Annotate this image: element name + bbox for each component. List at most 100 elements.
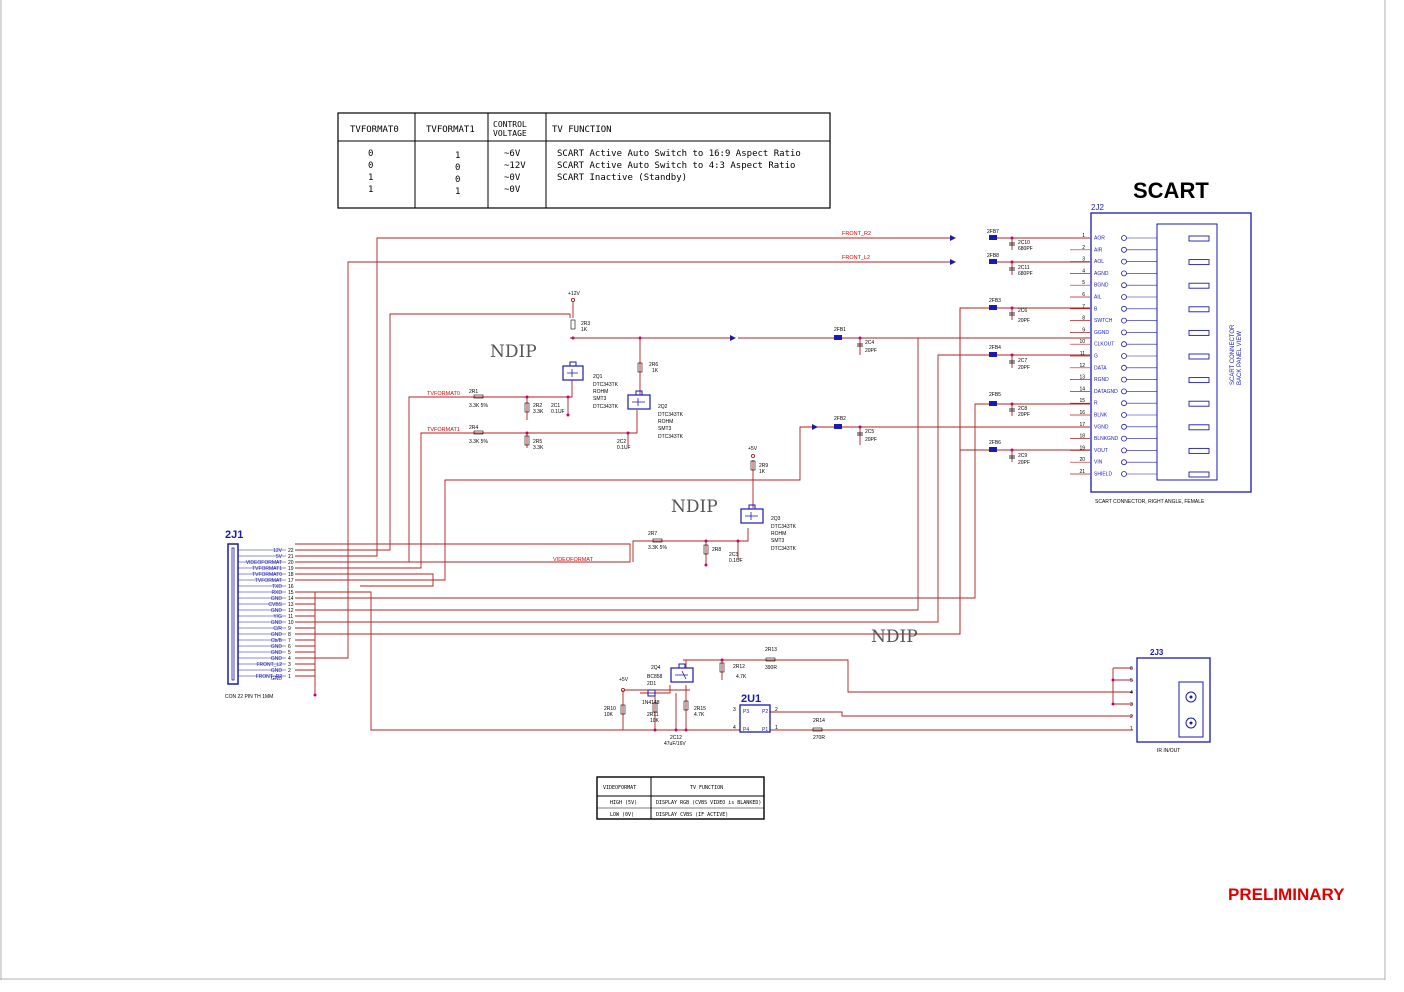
j1-pin-number: 19 xyxy=(288,566,294,572)
part-value: ROHM xyxy=(771,531,786,537)
part-value: 3.3K xyxy=(533,445,544,451)
scart-pin-number: 3 xyxy=(1082,257,1085,263)
scart-pin-hole xyxy=(1121,246,1127,253)
scart-pin-number: 13 xyxy=(1079,375,1085,381)
scart-pin-hole xyxy=(1121,412,1127,418)
scart-pin-label: AIR xyxy=(1094,247,1103,253)
part-value: 4.7K xyxy=(694,712,705,718)
part-value: SMT3 xyxy=(593,396,607,402)
part-value: 4.7K xyxy=(736,674,747,680)
scart-contact xyxy=(1188,471,1210,478)
part-value: DTC343TK xyxy=(658,434,684,440)
table-cell: 0 xyxy=(455,163,460,173)
part-ref: 2FB4 xyxy=(989,345,1001,351)
scart-pin-hole xyxy=(1121,423,1127,430)
pin-label: P4 xyxy=(743,727,749,733)
part-ref: 2C9 xyxy=(1018,453,1027,459)
table-header-tvformat0: TVFORMAT0 xyxy=(350,125,399,135)
j1-pin-label: GND xyxy=(271,620,283,626)
part-ref: 2Q2 xyxy=(658,404,668,410)
pin-number: 3 xyxy=(733,707,736,713)
power-label: +12V xyxy=(568,291,580,297)
j3-ref: 2J3 xyxy=(1150,648,1164,657)
net-label-tvformat1: TVFORMAT1 xyxy=(427,427,460,433)
part-value: 20PF xyxy=(1018,365,1030,371)
j1-pin-label: GND xyxy=(271,668,283,674)
j1-pin-label: VIDEOFORMAT xyxy=(246,560,282,566)
part-ref: 2R12 xyxy=(733,664,745,670)
j1-pin-label: GND xyxy=(271,596,283,602)
part-value: 3.3K xyxy=(533,409,544,415)
scart-ref: 2J2 xyxy=(1091,203,1104,212)
scart-pin-number: 19 xyxy=(1079,445,1085,451)
part-value: 20PF xyxy=(865,348,877,354)
part-value: 0.1UF xyxy=(729,558,743,564)
net-label-front-r2: FRONT_R2 xyxy=(842,231,871,237)
power-label: +5V xyxy=(748,446,758,452)
part-value: 390R xyxy=(765,665,777,671)
table-cell: SCART Active Auto Switch to 4:3 Aspect R… xyxy=(557,161,795,171)
part-value: 3.3K 5% xyxy=(469,439,488,445)
part-ref: 2R2 xyxy=(533,403,542,409)
j1-pin-number: 13 xyxy=(288,602,294,608)
scart-pin-hole xyxy=(1121,388,1127,395)
ndip-label: NDIP xyxy=(671,497,718,517)
j1-caption: CON 22 PIN TH 1MM xyxy=(225,694,273,700)
part-value: SMT3 xyxy=(658,426,672,432)
table-cell: HIGH (5V) xyxy=(610,800,637,806)
j1-pin-number: 21 xyxy=(288,554,294,560)
j1-pin-label: 5V xyxy=(276,554,283,560)
scart-pin-number: 9 xyxy=(1082,327,1085,333)
net-label-front-l2: FRONT_L2 xyxy=(842,255,870,261)
j1-pin-number: 4 xyxy=(288,656,291,662)
scart-pin-hole xyxy=(1121,235,1127,241)
scart-pin-label: DATA xyxy=(1094,365,1107,371)
part-ref: 2FB3 xyxy=(989,298,1001,304)
j1-pin-number: 11 xyxy=(288,614,293,620)
power-label: +5V xyxy=(619,677,629,683)
part-value: DTC343TK xyxy=(771,546,797,552)
scart-contact xyxy=(1188,306,1210,313)
scart-pin-number: 17 xyxy=(1079,422,1085,428)
transistor-q2 xyxy=(627,390,651,410)
scart-pin-number: 1 xyxy=(1082,233,1085,239)
scart-pin-hole xyxy=(1121,317,1127,324)
scart-contact xyxy=(1188,259,1210,266)
scart-pin-hole xyxy=(1121,258,1127,265)
part-ref: 2C6 xyxy=(1018,308,1027,314)
part-ref: 2C7 xyxy=(1018,358,1027,364)
part-ref: 2R9 xyxy=(759,463,768,469)
part-ref: 2FB1 xyxy=(834,327,846,333)
j1-pin-number: 1 xyxy=(288,674,291,680)
pin-number: 6 xyxy=(1130,666,1133,672)
table-cell: ~0V xyxy=(504,185,521,195)
part-ref: 2R8 xyxy=(712,547,721,553)
j1-pin-number: 14 xyxy=(288,596,294,602)
scart-pin-hole xyxy=(1121,282,1127,289)
scart-pin-number: 2 xyxy=(1082,245,1085,251)
j1-pin-number: 18 xyxy=(288,572,294,578)
scart-pin-label: BGND xyxy=(1094,283,1109,289)
part-value: 0.1UF xyxy=(551,409,565,415)
connector-j3: 2J3 6 5 4 3 2 1 IR IN/OUT xyxy=(1130,648,1211,754)
j1-pin-label: GND xyxy=(271,656,283,662)
scart-pin-label: VGND xyxy=(1094,424,1109,430)
part-value: 10K xyxy=(604,712,614,718)
part-value: 10K xyxy=(650,718,660,724)
scart-pin-label: B xyxy=(1094,306,1098,312)
part-value: 20PF xyxy=(1018,412,1030,418)
part-ref: 2R4 xyxy=(469,425,478,431)
scart-pin-number: 14 xyxy=(1079,386,1085,392)
scart-pin-number: 12 xyxy=(1079,363,1085,369)
pin-number: 1 xyxy=(775,725,778,731)
scart-pin-label: CLKOUT xyxy=(1094,342,1114,348)
scart-pin-hole xyxy=(1121,364,1127,371)
part-ref: 2R3 xyxy=(581,321,590,327)
table-cell: SCART Active Auto Switch to 16:9 Aspect … xyxy=(557,149,801,159)
table-cell: ~12V xyxy=(504,161,526,171)
scart-pin-hole xyxy=(1121,400,1127,407)
j1-pin-number: 16 xyxy=(288,584,294,590)
scart-pin-label: GGND xyxy=(1094,330,1109,336)
table-cell: 1 xyxy=(455,151,460,161)
